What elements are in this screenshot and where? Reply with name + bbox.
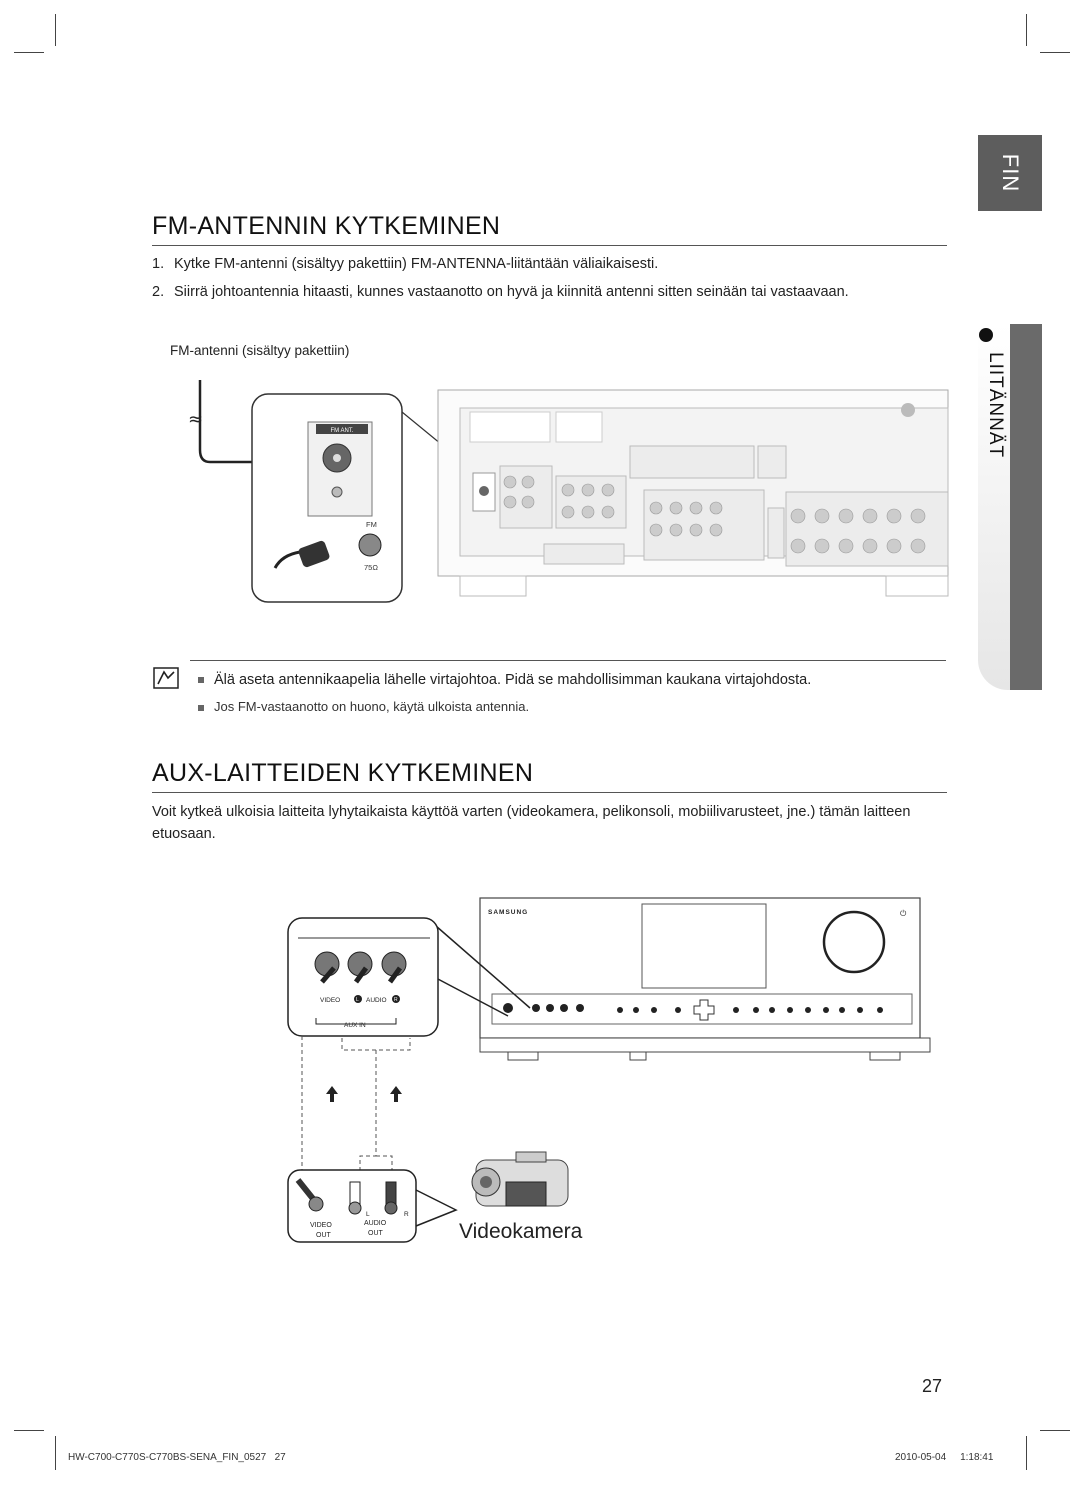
aux-section-title: AUX-LAITTEIDEN KYTKEMINEN [152,759,947,793]
panel-r-label: R [394,997,398,1003]
cam-l-label: L [366,1211,370,1218]
footer-date: 2010-05-04 1:18:41 [895,1452,994,1463]
cam-audio-out-label: OUT [368,1230,384,1237]
svg-text:≈: ≈ [188,409,203,430]
panel-video-label: VIDEO [320,997,340,1004]
language-tab: FIN [978,135,1042,211]
fm-jack-label: FM ANT. [330,428,353,434]
note-icon [153,667,179,689]
crop-mark [1040,1430,1070,1431]
note-item-2: Jos FM-vastaanotto on huono, käytä ulkoi… [198,696,958,718]
chapter-tab: LIITÄNNÄT [978,324,1042,690]
crop-mark [55,14,56,46]
camcorder-label: Videokamera [459,1220,583,1243]
chapter-label: LIITÄNNÄT [985,352,1006,459]
crop-mark [1026,14,1027,46]
svg-text:⏻: ⏻ [900,909,907,918]
fm-step-1: 1.Kytke FM-antenni (sisältyy pakettiin) … [152,256,659,272]
panel-l-label: L [356,997,359,1003]
cam-r-label: R [404,1211,409,1218]
crop-mark [14,1430,44,1431]
cam-video-label: VIDEO [310,1222,332,1229]
note-item-1: Älä aseta antennikaapelia lähelle virtaj… [198,669,958,691]
fm-impedance-label: 75Ω [364,563,378,572]
bullet-icon [198,704,204,711]
arrow-up-icon [390,1086,402,1102]
arrow-up-icon [326,1086,338,1102]
panel-aux-in-label: AUX IN [344,1022,366,1029]
crop-mark [55,1436,56,1470]
panel-audio-label: AUDIO [366,997,387,1004]
bullet-icon [198,677,204,684]
crop-mark [14,52,44,53]
crop-mark [1026,1436,1027,1470]
footer-file: HW-C700-C770S-C770BS-SENA_FIN_0527 27 [68,1452,286,1463]
notes-rule [190,660,946,661]
aux-intro: Voit kytkeä ulkoisia laitteita lyhytaika… [152,804,911,842]
crop-mark [1040,52,1070,53]
cam-out-label: OUT [316,1232,332,1239]
language-label: FIN [998,153,1023,193]
fm-diagram-caption: FM-antenni (sisältyy pakettiin) [170,343,350,358]
fm-antenna-diagram: ≈ FM ANT. FM 75Ω [188,380,949,603]
page-number: 27 [922,1376,943,1396]
aux-connection-diagram: SAMSUNG ⏻ VIDEO L AUDIO R AUX IN L R VID… [287,897,931,1243]
fm-step-2: 2.Siirrä johtoantennia hitaasti, kunnes … [152,284,849,300]
fm-plug-icon [358,533,382,557]
cam-audio-label: AUDIO [364,1220,387,1227]
fm-plug-label: FM [366,520,377,529]
chapter-bullet-icon [979,328,993,342]
brand-logo: SAMSUNG [488,909,528,916]
volume-knob-icon [822,910,886,974]
camcorder-icon [471,1151,569,1207]
fm-section-title: FM-ANTENNIN KYTKEMINEN [152,212,947,246]
